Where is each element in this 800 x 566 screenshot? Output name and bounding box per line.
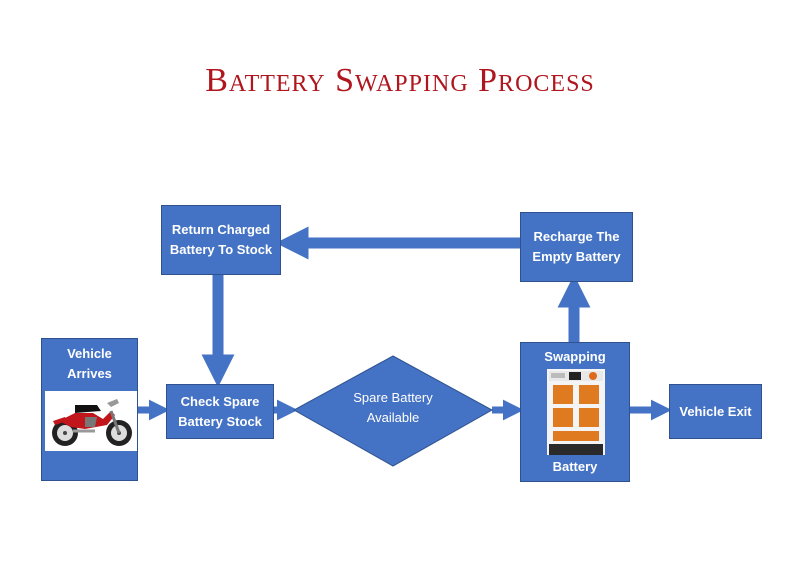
recharge-label: Recharge The Empty Battery xyxy=(532,229,621,264)
vehicle-arrives-label: Vehicle Arrives xyxy=(67,346,112,381)
return-charged-label: Return Charged Battery To Stock xyxy=(169,222,273,257)
vehicle-exit-box: Vehicle Exit xyxy=(669,384,762,439)
swapping-box: Swapping Battery xyxy=(520,342,630,482)
return-charged-box: Return Charged Battery To Stock xyxy=(161,205,281,275)
vehicle-exit-label: Vehicle Exit xyxy=(679,403,752,419)
battery-swap-station-icon xyxy=(547,369,605,455)
check-stock-box: Check Spare Battery Stock xyxy=(166,384,274,439)
motorcycle-icon xyxy=(45,391,137,451)
recharge-box: Recharge The Empty Battery xyxy=(520,212,633,282)
swapping-label: Swapping xyxy=(544,349,606,364)
check-stock-label: Check Spare Battery Stock xyxy=(178,393,262,429)
battery-label: Battery xyxy=(552,459,598,474)
diagram-title: Battery Swapping Process xyxy=(205,62,595,99)
vehicle-arrives-box: Vehicle Arrives xyxy=(41,338,138,481)
spare-available-label: Spare Battery Available xyxy=(353,390,433,425)
decision-diamond xyxy=(292,355,494,467)
